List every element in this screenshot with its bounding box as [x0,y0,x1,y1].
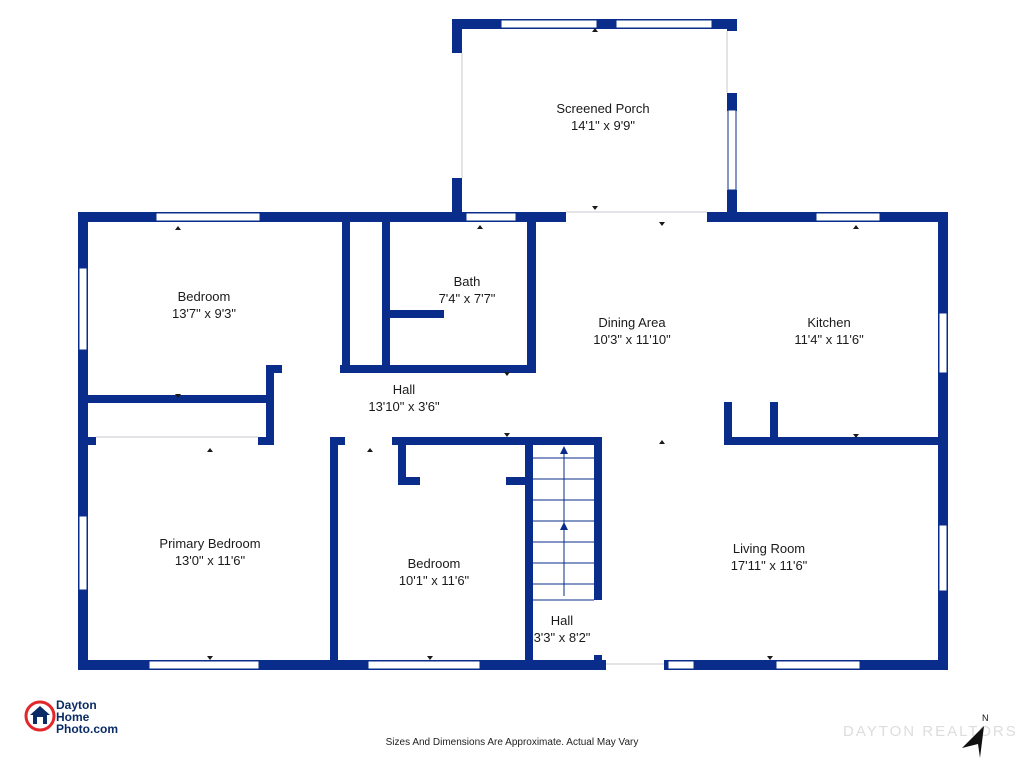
window [367,660,481,670]
room-dims: 17'11" x 11'6" [730,558,808,573]
wall [78,212,566,222]
wall [392,437,602,445]
wall [506,477,528,485]
wall [527,212,536,373]
room-label-bedroom-nw: Bedroom 13'7" x 9'3" [172,288,236,322]
window [938,524,948,592]
window [938,312,948,374]
logo-line: Home [56,710,90,724]
room-label-dining-area: Dining Area 10'3" x 11'10" [593,314,671,348]
house-logo-icon [24,700,56,732]
window [815,212,881,222]
wall [78,437,96,445]
window [78,267,88,351]
window [465,212,517,222]
compass-arrow-icon: N [962,713,989,758]
logo-text: Dayton Home Photo.com [56,699,118,735]
wall [727,93,737,111]
wall [727,190,737,221]
wall [330,437,338,670]
room-dims: 11'4" x 11'6" [794,332,864,347]
room-name: Living Room [732,541,806,556]
stair-arrow-icon [560,522,568,530]
room-name: Screened Porch [556,101,650,116]
windows [78,19,948,670]
window [78,515,88,591]
room-label-living-room: Living Room 17'11" x 11'6" [731,540,808,574]
disclaimer: Sizes And Dimensions Are Approximate. Ac… [385,737,639,748]
room-name: Kitchen [807,315,851,330]
wall [594,437,602,600]
room-label-bath: Bath 7'4" x 7'7" [439,273,496,307]
wall [398,477,420,485]
window [775,660,861,670]
window [155,212,261,222]
wall [266,365,282,373]
wall [382,310,444,318]
room-name: Bedroom [177,289,231,304]
window [615,19,713,29]
wall [452,178,462,221]
room-dims: 7'4" x 7'7" [438,291,496,306]
markers [175,28,859,660]
room-name: Primary Bedroom [159,536,261,551]
room-dims: 14'1" x 9'9" [570,118,636,133]
room-dims: 13'7" x 9'3" [171,306,237,321]
logo-line: Dayton [56,698,97,712]
wall [770,402,778,445]
room-label-kitchen: Kitchen 11'4" x 11'6" [794,314,863,348]
room-dims: 13'0" x 11'6" [174,553,246,568]
room-dims: 3'3" x 8'2" [533,630,591,645]
room-label-screened-porch: Screened Porch 14'1" x 9'9" [556,100,649,134]
room-name: Hall [392,382,416,397]
room-name: Dining Area [598,315,666,330]
stair-arrow-icon [560,446,568,454]
window [148,660,260,670]
north-compass: N [958,712,994,760]
room-label-bedroom-mid: Bedroom 10'1" x 11'6" [399,555,469,589]
wall [594,655,602,670]
wall [398,437,406,485]
wall [78,395,270,403]
room-name: Hall [550,613,574,628]
wall [727,19,737,31]
room-label-primary-bedroom: Primary Bedroom 13'0" x 11'6" [159,535,260,569]
wall [340,365,535,373]
room-label-hall-small: Hall 3'3" x 8'2" [534,612,591,646]
room-dims: 13'10" x 3'6" [368,399,440,414]
wall [382,212,390,367]
openings [96,31,728,665]
wall [525,437,533,670]
wall [258,437,274,445]
wall [266,365,274,439]
window [500,19,598,29]
compass-label: N [982,713,989,723]
room-dims: 10'1" x 11'6" [398,573,470,588]
wall [724,402,732,445]
room-name: Bath [453,274,481,289]
logo-line: Photo.com [56,722,118,736]
wall [724,437,948,445]
room-label-hall-main: Hall 13'10" x 3'6" [368,381,439,415]
wall [78,660,606,670]
room-name: Bedroom [407,556,461,571]
window [667,660,695,670]
room-dims: 10'3" x 11'10" [593,332,671,347]
watermark: DAYTON REALTORS [843,723,1018,740]
wall [342,212,350,367]
wall [452,19,462,53]
window [727,109,737,191]
brand-logo: Dayton Home Photo.com [24,699,144,735]
